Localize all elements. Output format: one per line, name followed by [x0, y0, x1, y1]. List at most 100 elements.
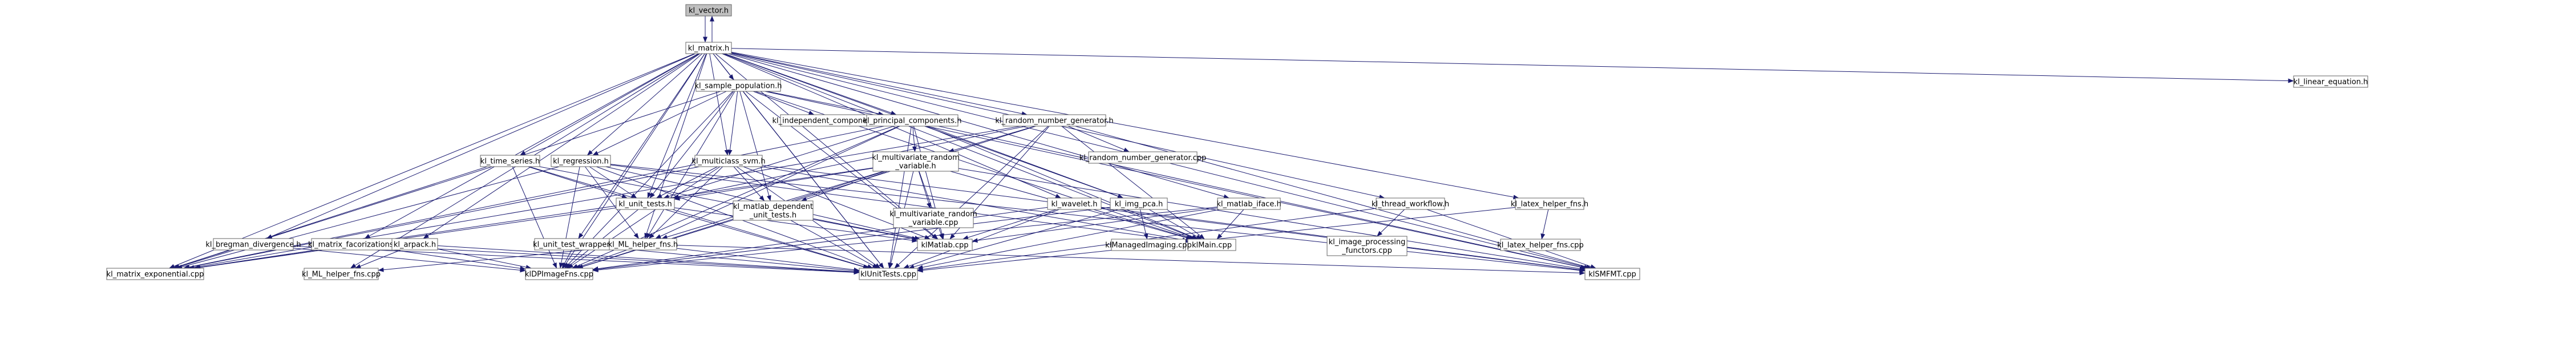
node-label-line: kl_thread_workflow.h	[1372, 200, 1449, 209]
edge-kl-unit-tests-h-to-kl-matrix-exponential-cpp	[195, 207, 617, 270]
node-label-line: kl_unit_test_wrapper.h	[533, 241, 616, 249]
node-label-line: kl_vector.h	[689, 7, 729, 15]
node-label: kl_matrix_exponential.cpp	[107, 271, 204, 279]
node-klsmfmt-cpp[interactable]: klSMFMT.cpp	[1584, 268, 1640, 280]
edge-kl-regression-h-to-kl-unit-tests-h	[589, 166, 637, 199]
node-label-line: kl_matlab_dependent	[733, 203, 813, 211]
node-box	[391, 238, 438, 251]
node-label: klMain.cpp	[1192, 241, 1232, 250]
node-label: kl_time_series.h	[480, 158, 540, 166]
node-kl-independent-components-h[interactable]: kl_independent_components.h	[772, 114, 886, 127]
node-box	[1002, 114, 1106, 127]
node-layer: kl_vector.h kl_matrix.h kl_sample_populati…	[106, 4, 2368, 280]
node-kl-latex-helper-fns-h[interactable]: kl_latex_helper_fns.h	[1511, 197, 1588, 210]
edge-kl-matlab-iface-h-to-kldpimagefns-cpp	[592, 207, 1218, 273]
node-kl-matrix-h[interactable]: kl_matrix.h	[685, 42, 732, 54]
edge-kl-unit-tests-h-to-klunittests-cpp	[665, 209, 869, 269]
edge-kl-principal-components-h-to-kl-multivariate-random-variable-h	[912, 126, 917, 152]
node-label-line: kl_time_series.h	[480, 158, 540, 166]
edge-kl-multiclass-svm-h-to-kl-unit-tests-h	[656, 166, 718, 199]
node-label-line: _unit_tests.h	[749, 211, 796, 220]
node-klmanagedimaging-cpp[interactable]: klManagedImaging.cpp	[1105, 239, 1192, 251]
node-kl-multiclass-svm-h[interactable]: kl_multiclass_svm.h	[691, 155, 766, 167]
edge-kl-matrix-h-to-kl-multiclass-svm-h	[709, 53, 729, 156]
node-label-line: kl_sample_population.h	[695, 82, 782, 91]
node-kl-unit-tests-h[interactable]: kl_unit_tests.h	[616, 197, 675, 210]
node-label-line: kl_matrix_facorizations.h	[308, 241, 401, 249]
node-label: kl_independent_components.h	[772, 117, 885, 126]
node-kl-sample-population-h[interactable]: kl_sample_population.h	[695, 79, 782, 92]
node-kl-matlab-dependent-unit-tests-h[interactable]: kl_matlab_dependent_unit_tests.h	[733, 200, 814, 221]
node-kl-random-number-generator-h[interactable]: kl_random_number_generator.h	[995, 114, 1114, 127]
node-box	[1110, 197, 1168, 210]
edge-kl-matrix-h-to-kl-regression-h	[587, 53, 703, 156]
node-klmain-cpp[interactable]: klMain.cpp	[1187, 239, 1236, 251]
edge-kl-principal-components-h-to-kl-img-pca-h	[928, 126, 1124, 199]
node-kl-thread-workflow-h[interactable]: kl_thread_workflow.h	[1372, 197, 1449, 210]
edge-kl-sample-population-h-to-kl-regression-h	[592, 91, 727, 156]
node-kl-principal-components-h[interactable]: kl_principal_components.h	[863, 114, 962, 127]
node-kl-matrix-facorizations-h[interactable]: kl_matrix_facorizations.h	[308, 238, 401, 251]
edge-kl-ml-helper-fns-h-to-klsmfmt-cpp	[676, 245, 1586, 276]
node-label: klSMFMT.cpp	[1588, 271, 1636, 279]
node-box	[1515, 197, 1584, 210]
node-kl-multivariate-random-variable-cpp[interactable]: kl_multivariate_random_variable.cpp	[889, 208, 977, 228]
edge-kl-matrix-facorizations-h-to-kldpimagefns-cpp	[393, 249, 526, 271]
node-klunittests-cpp[interactable]: klUnitTests.cpp	[859, 268, 918, 280]
node-kldpimagefns-cpp[interactable]: klDPImageFns.cpp	[525, 268, 593, 280]
edge-kl-multivariate-random-variable-h-to-kl-unit-tests-h	[674, 168, 874, 201]
node-label: klMatlab.cpp	[921, 241, 968, 250]
edge-kl-random-number-generator-h-to-kl-random-number-generator-cpp	[1067, 126, 1130, 152]
node-label-line: kl_image_processing	[1329, 238, 1406, 247]
node-label-line: kl_independent_components.h	[772, 117, 885, 126]
edge-kl-sample-population-h-to-kl-multiclass-svm-h	[727, 91, 738, 156]
node-label: klUnitTests.cpp	[860, 271, 916, 279]
node-kl-linear-equation-h[interactable]: kl_linear_equation.h	[2293, 75, 2368, 88]
node-box	[872, 151, 959, 172]
edge-kl-arpack-h-to-klunittests-cpp	[437, 245, 860, 275]
node-label-line: kl_random_number_generator.h	[995, 117, 1113, 126]
edge-kl-ml-helper-fns-h-to-kl-ml-helper-fns-cpp	[378, 247, 610, 272]
node-kl-arpack-h[interactable]: kl_arpack.h	[391, 238, 438, 251]
node-box	[917, 239, 973, 251]
node-kl-latex-helper-fns-cpp[interactable]: kl_latex_helper_fns.cpp	[1497, 239, 1584, 251]
node-box	[609, 238, 677, 251]
edge-kl-ml-helper-fns-h-to-kldpimagefns-cpp	[575, 249, 627, 269]
node-label: klDPImageFns.cpp	[525, 271, 593, 279]
node-box	[1376, 197, 1445, 210]
node-kl-matlab-iface-h[interactable]: kl_matlab_iface.h	[1216, 197, 1281, 210]
edge-kl-matrix-h-to-kl-random-number-generator-h	[731, 52, 1028, 116]
node-label: kl_latex_helper_fns.h	[1511, 200, 1588, 209]
edge-kl-unit-test-wrapper-h-to-kldpimagefns-cpp	[561, 249, 572, 269]
node-kl-ml-helper-fns-h[interactable]: kl_ML_helper_fns.h	[608, 238, 678, 251]
node-kl-wavelet-h[interactable]: kl_wavelet.h	[1047, 197, 1102, 210]
node-kl-image-processing-functors-cpp[interactable]: kl_image_processing_functors.cpp	[1327, 236, 1408, 256]
edge-kl-multivariate-random-variable-h-to-klsmfmt-cpp	[958, 168, 1586, 271]
node-label: kl_unit_tests.h	[618, 200, 672, 209]
edge-kl-matrix-h-to-kl-linear-equation-h	[731, 48, 2294, 83]
node-kl-regression-h[interactable]: kl_regression.h	[551, 155, 611, 167]
node-label-line: kl_ML_helper_fns.cpp	[302, 271, 381, 279]
edge-kl-time-series-h-to-kl-unit-tests-h	[528, 166, 628, 199]
node-kl-multivariate-random-variable-h[interactable]: kl_multivariate_random_variable.h	[872, 151, 960, 172]
node-kl-time-series-h[interactable]: kl_time_series.h	[480, 155, 540, 167]
node-label: kl_arpack.h	[394, 241, 436, 249]
node-kl-random-number-generator-cpp[interactable]: kl_random_number_generator.cpp	[1079, 151, 1207, 164]
node-klmatlab-cpp[interactable]: klMatlab.cpp	[917, 239, 973, 251]
node-kl-bregman-divergence-h[interactable]: kl_bregman_divergence.h	[205, 238, 301, 251]
node-box	[685, 4, 732, 17]
edge-kl-img-pca-h-to-klunittests-cpp	[908, 209, 1119, 269]
node-label: kl_regression.h	[553, 158, 609, 166]
node-kl-ml-helper-fns-cpp[interactable]: kl_ML_helper_fns.cpp	[302, 268, 381, 280]
edge-kl-matlab-dependent-unit-tests-h-to-klunittests-cpp	[790, 220, 879, 269]
node-kl-unit-test-wrapper-h[interactable]: kl_unit_test_wrapper.h	[533, 238, 616, 251]
node-label: kl_matlab_iface.h	[1216, 200, 1281, 209]
node-box	[859, 268, 918, 280]
node-label: kl_bregman_divergence.h	[205, 241, 301, 249]
node-kl-img-pca-h[interactable]: kl_img_pca.h	[1110, 197, 1168, 210]
edge-kl-wavelet-h-to-klunittests-cpp	[903, 209, 1059, 269]
edge-kl-matlab-dependent-unit-tests-h-to-klmatlab-cpp	[812, 218, 918, 241]
edge-kl-principal-components-h-to-klunittests-cpp	[888, 126, 912, 269]
node-box	[1584, 268, 1640, 280]
node-kl-matrix-exponential-cpp[interactable]: kl_matrix_exponential.cpp	[106, 268, 204, 280]
